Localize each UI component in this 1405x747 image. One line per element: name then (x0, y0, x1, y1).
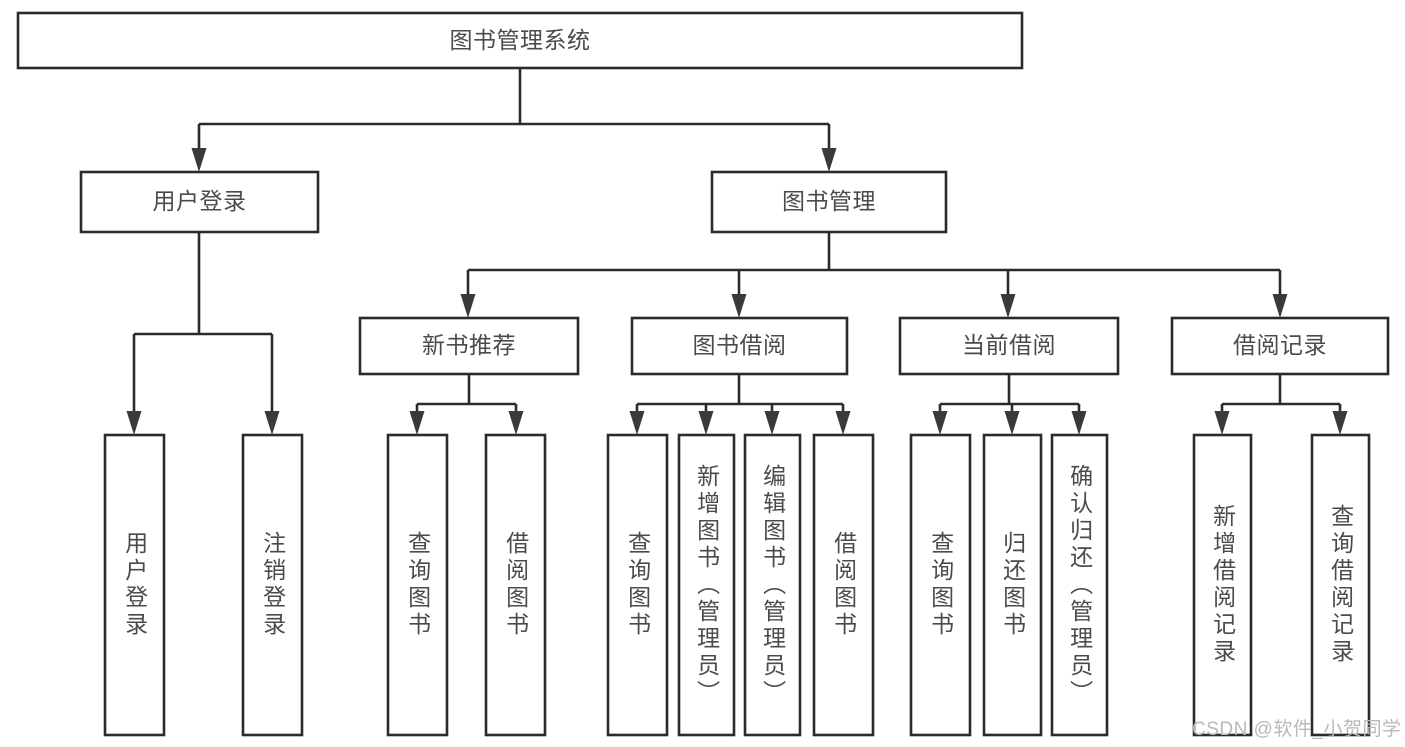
node-user-login[interactable] (79, 170, 320, 234)
node-borrow-record[interactable] (1170, 316, 1390, 376)
box-layer (16, 11, 1390, 737)
node-leaf-return-book[interactable] (982, 433, 1043, 737)
node-book-management[interactable] (710, 170, 948, 234)
arrow-head-icon (409, 411, 425, 435)
arrow-head-icon (731, 294, 747, 318)
node-root-system[interactable] (16, 11, 1024, 70)
node-leaf-query-book-1[interactable] (386, 433, 449, 737)
node-leaf-query-borrow-record[interactable] (1310, 433, 1371, 737)
node-leaf-user-logout[interactable] (241, 433, 304, 737)
node-current-borrow[interactable] (898, 316, 1120, 376)
arrow-head-icon (264, 411, 280, 435)
arrow-head-icon (932, 411, 948, 435)
arrow-head-icon (126, 411, 142, 435)
node-leaf-query-book-2[interactable] (606, 433, 669, 737)
arrow-head-icon (1272, 294, 1288, 318)
arrow-head-icon (508, 411, 524, 435)
node-leaf-user-login[interactable] (103, 433, 166, 737)
arrow-head-icon (1332, 411, 1348, 435)
arrow-head-icon (764, 411, 780, 435)
node-leaf-query-book-3[interactable] (909, 433, 972, 737)
arrow-head-icon (1071, 411, 1087, 435)
arrow-head-icon (460, 294, 476, 318)
arrow-head-icon (835, 411, 851, 435)
node-leaf-borrow-book-1[interactable] (484, 433, 547, 737)
node-leaf-confirm-return-admin[interactable] (1050, 433, 1109, 737)
arrow-head-icon (1000, 294, 1016, 318)
arrow-head-icon (1004, 411, 1020, 435)
arrow-head-icon (629, 411, 645, 435)
node-leaf-add-borrow-record[interactable] (1192, 433, 1253, 737)
arrow-head-icon (191, 148, 207, 172)
node-leaf-add-book-admin[interactable] (677, 433, 736, 737)
arrow-head-icon (1214, 411, 1230, 435)
node-leaf-edit-book-admin[interactable] (743, 433, 802, 737)
node-leaf-borrow-book-2[interactable] (812, 433, 875, 737)
arrow-head-icon (821, 148, 837, 172)
connector-layer (126, 68, 1348, 435)
node-book-borrow[interactable] (630, 316, 849, 376)
node-new-book-recommend[interactable] (358, 316, 580, 376)
arrow-head-icon (698, 411, 714, 435)
